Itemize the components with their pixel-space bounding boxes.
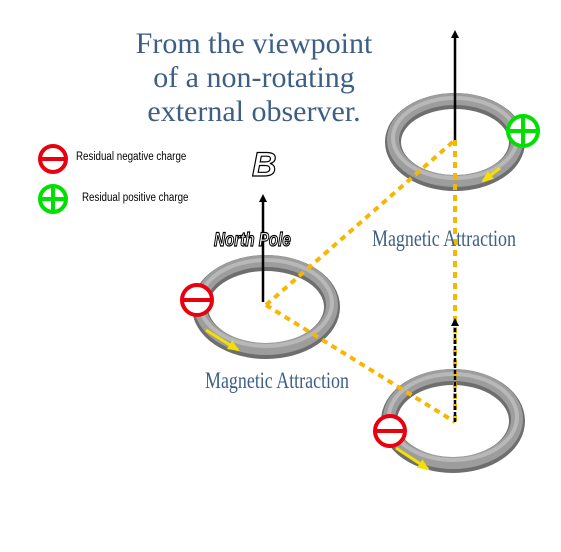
attraction-line-left-upper [264, 138, 457, 307]
title-line-1: From the viewpoint [135, 27, 373, 60]
attraction-lines [264, 138, 457, 424]
rotation-arrow-lower-right [395, 446, 430, 471]
north-pole-label: North Pole [214, 229, 292, 251]
rotation-arrow-upper-right [481, 166, 501, 183]
attraction-line-left-lower [264, 303, 457, 424]
field-label-b: B [251, 145, 277, 184]
title-line-2: of a non-rotating [153, 61, 355, 94]
attraction-label-lower: Magnetic Attraction [205, 368, 349, 393]
rotation-arrow-left [205, 328, 240, 352]
negative-charge-icon [373, 414, 407, 448]
positive-charge-icon [506, 114, 540, 148]
legend-negative-icon [38, 144, 68, 174]
title-line-3: external observer. [147, 95, 361, 128]
legend-negative-label: Residual negative charge [76, 151, 187, 163]
legend-positive-icon [38, 184, 68, 214]
negative-charge-icon [180, 283, 214, 317]
legend-positive-label: Residual positive charge [82, 192, 189, 204]
attraction-label-upper: Magnetic Attraction [372, 226, 516, 251]
